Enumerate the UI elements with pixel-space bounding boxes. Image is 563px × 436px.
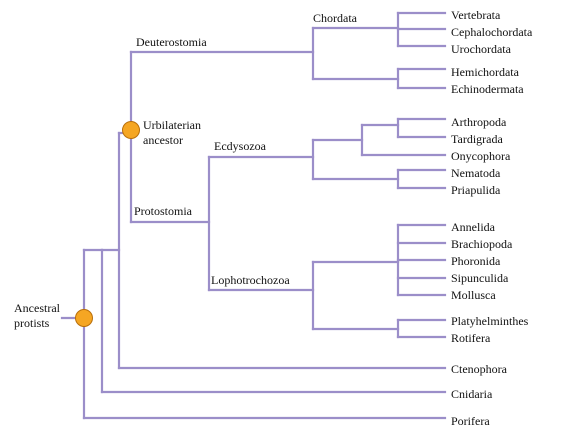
taxon-ctenophora: Ctenophora — [451, 362, 508, 376]
taxon-cephalochordata: Cephalochordata — [451, 25, 533, 39]
taxon-hemichordata: Hemichordata — [451, 65, 520, 79]
chordata-label: Chordata — [313, 11, 358, 25]
taxon-cnidaria: Cnidaria — [451, 387, 493, 401]
taxon-rotifera: Rotifera — [451, 331, 491, 345]
taxon-sipunculida: Sipunculida — [451, 271, 509, 285]
taxon-priapulida: Priapulida — [451, 183, 501, 197]
urbilaterian-ancestor-label: Urbilaterian ancestor — [143, 118, 204, 147]
ancestral-protists-label: Ancestral protists — [14, 301, 63, 330]
taxon-annelida: Annelida — [451, 220, 496, 234]
taxon-platyhelminthes: Platyhelminthes — [451, 314, 529, 328]
urbilaterian-ancestor-line-2: ancestor — [143, 133, 183, 147]
ancestral-protists-line-1: Ancestral — [14, 301, 61, 315]
urbilaterian-ancestor-node — [122, 121, 140, 139]
deuterostomia-label: Deuterostomia — [136, 35, 207, 49]
taxon-porifera: Porifera — [451, 414, 490, 428]
taxon-vertebrata: Vertebrata — [451, 8, 501, 22]
tree-branches — [60, 11, 447, 420]
taxon-nematoda: Nematoda — [451, 166, 501, 180]
taxon-phoronida: Phoronida — [451, 254, 501, 268]
protostomia-label: Protostomia — [134, 204, 193, 218]
lophotrochozoa-label: Lophotrochozoa — [211, 273, 290, 287]
taxon-urochordata: Urochordata — [451, 42, 512, 56]
taxon-brachiopoda: Brachiopoda — [451, 237, 513, 251]
taxon-echinodermata: Echinodermata — [451, 82, 524, 96]
ancestral-protists-line-2: protists — [14, 316, 50, 330]
taxon-onycophora: Onycophora — [451, 149, 511, 163]
ancestral-protists-node — [75, 309, 93, 327]
taxon-mollusca: Mollusca — [451, 288, 496, 302]
taxon-arthropoda: Arthropoda — [451, 115, 507, 129]
urbilaterian-ancestor-line-1: Urbilaterian — [143, 118, 201, 132]
taxon-tardigrada: Tardigrada — [451, 132, 503, 146]
ecdysozoa-label: Ecdysozoa — [214, 139, 267, 153]
